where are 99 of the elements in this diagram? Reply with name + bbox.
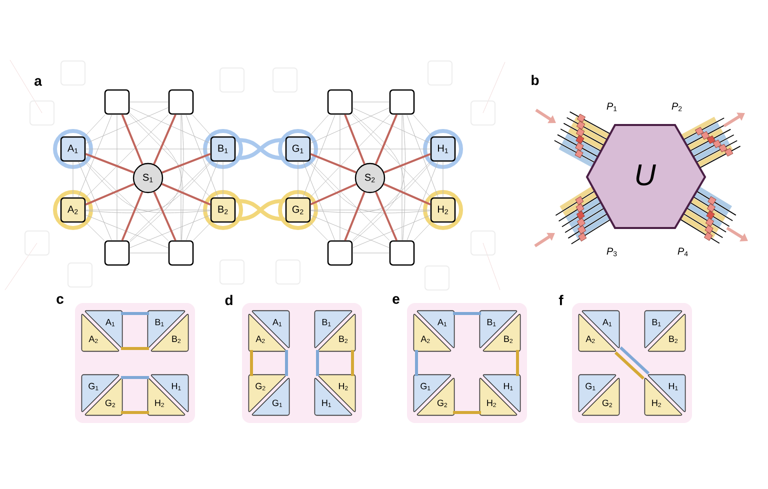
pairing-bar [121,347,149,350]
empty-box [104,240,130,266]
coupling-line [383,183,431,206]
connection-line [406,161,438,241]
pairing-bar [121,312,149,315]
coupling-line [374,114,398,164]
coupling-line [375,192,398,241]
pairing-bar [453,312,481,315]
connection-line [129,107,211,144]
connection-line [302,114,336,198]
connection-line [186,114,218,198]
mode-box: B$_{1}$ [203,129,243,169]
connection-line [310,107,390,144]
mode-box: B$_{2}$ [203,190,243,230]
empty-box [389,240,415,266]
pairing-bar [285,350,288,376]
connection-line [129,114,211,198]
panel-letter: d [225,294,232,306]
coupling-line [153,114,176,165]
connection-line [193,222,211,241]
empty-box [389,89,415,115]
connection-line [129,161,211,241]
connection-line [116,114,118,241]
mode-box: G$_{1}$ [278,129,318,169]
connection-line [406,114,438,198]
connection-line [310,114,390,198]
connection-line [129,214,211,248]
connection-line [78,114,112,198]
coupling-line [85,183,135,206]
coupling-line [153,191,176,241]
connection-line [352,108,431,144]
connection-line [186,161,218,241]
connection-line [310,214,390,248]
connection-line [85,214,169,248]
pairing-bar [516,350,519,376]
connection-line [310,222,328,241]
connection-line [180,114,182,241]
port-label: P$_{1}$ [606,102,617,112]
connection-line [352,114,432,198]
mode-box: A$_{1}$ [53,129,93,169]
connection-line [85,160,169,242]
connection-line [85,107,169,144]
pairing-bar [316,350,319,376]
coupling-line [162,152,211,174]
panel-letter: e [392,296,400,304]
mode-box: A$_{2}$ [53,190,93,230]
connection-line [222,161,224,198]
coupling-line [344,192,366,241]
port-label: P$_{3}$ [606,248,617,256]
coupling-line [384,153,431,174]
connection-line [85,148,211,150]
pairing-bar [121,411,149,414]
connection-line [442,161,444,198]
connection-line [85,114,169,198]
connection-line [72,161,74,198]
connection-line [309,114,329,137]
entanglement-loop [236,199,285,221]
pairing-bar [250,350,253,376]
connection-line [78,161,112,241]
connection-line [352,252,390,254]
empty-box [104,89,130,115]
empty-box [327,240,353,266]
empty-box [168,89,194,115]
panel-letter: b [532,74,539,86]
pairing-bar [453,411,481,414]
connection-line [129,252,169,254]
mode-box: G$_{2}$ [278,190,318,230]
entanglement-loop [236,138,285,160]
coupling-line [85,152,134,174]
connection-line [302,161,336,241]
coupling-line [310,153,356,174]
coupling-line [344,114,366,164]
connection-line [412,114,432,137]
connection-line [310,161,390,241]
coupling-line [121,192,144,241]
pairing-bar [121,376,149,379]
connection-line [84,114,106,137]
empty-box [327,89,353,115]
pairing-bar [351,350,354,376]
panel-letter: c [56,296,64,304]
mode-box: H$_{1}$ [423,129,463,169]
connection-line [352,161,431,241]
mode-box: H$_{2}$ [423,190,463,230]
port-label: P$_{4}$ [678,248,688,256]
pairing-bar [614,351,645,380]
coupling-line [310,183,357,206]
pairing-bar [415,350,418,376]
pairing-bar [619,346,650,375]
coupling-line [121,114,144,164]
connection-line [85,222,105,241]
port-label: P$_{2}$ [672,102,682,112]
coupling-line [162,183,211,206]
panel-letter: f [558,294,564,306]
empty-box [168,240,194,266]
panel-letter: a [34,78,42,86]
connection-line [352,215,431,248]
connection-line [192,114,212,137]
connection-line [414,222,432,241]
connection-line [310,148,431,150]
